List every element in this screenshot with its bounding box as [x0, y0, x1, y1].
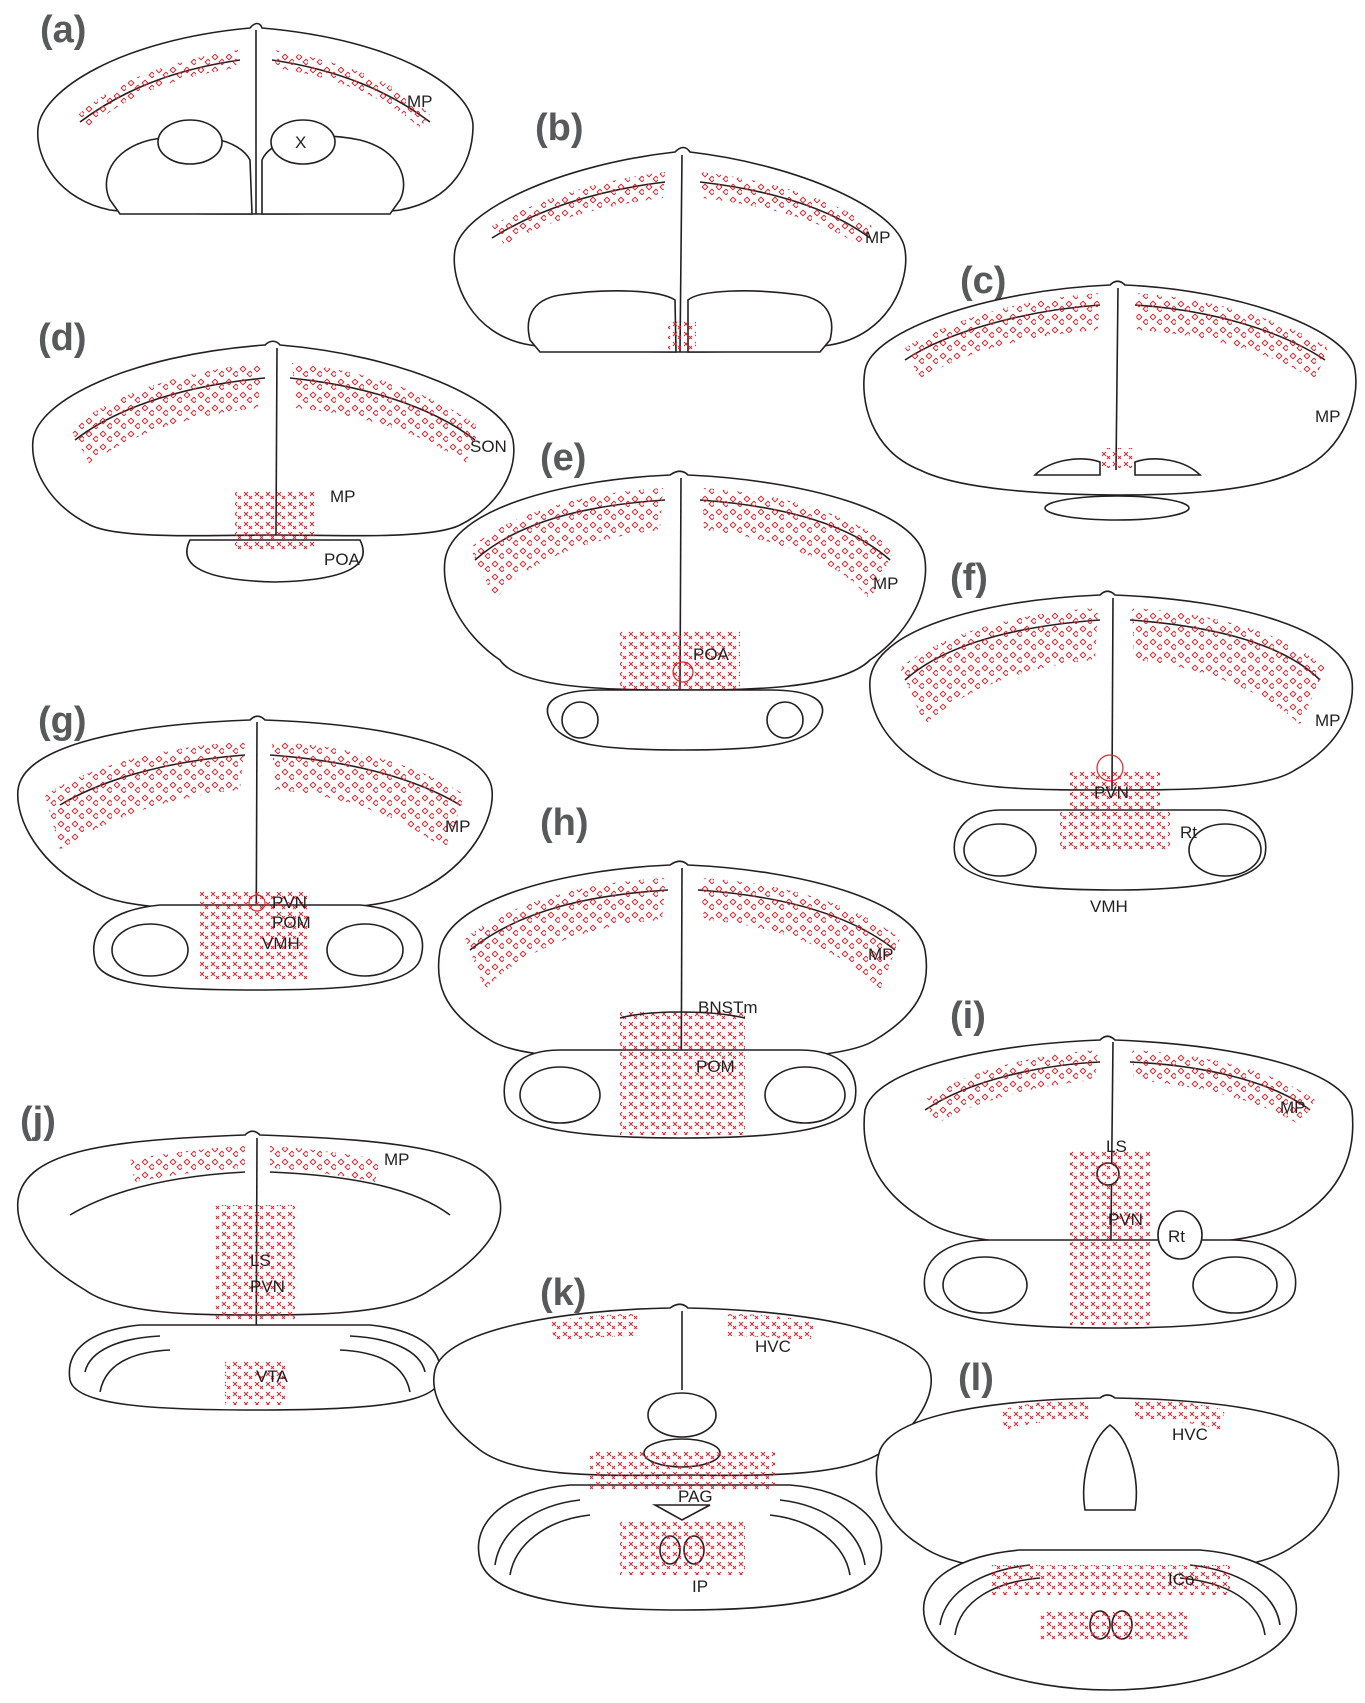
panel-f: (f) PVN Rt VMH MP — [870, 557, 1353, 916]
region-label: HVC — [755, 1337, 791, 1356]
panel-i: (i) LS PVN Rt MP — [864, 995, 1353, 1328]
region-label: PVN — [272, 893, 307, 912]
panel-label: (i) — [950, 995, 986, 1037]
region-label: MP — [445, 817, 471, 836]
region-label: MP — [865, 228, 891, 247]
region-label: LS — [1106, 1137, 1127, 1156]
region-label: PAG — [678, 1487, 713, 1506]
region-label: MP — [407, 92, 433, 111]
panel-label: (c) — [960, 260, 1006, 302]
region-label: MP — [1280, 1098, 1306, 1117]
region-label: POM — [696, 1057, 735, 1076]
panel-label: (h) — [540, 802, 589, 844]
panel-c: (c) MP — [864, 260, 1356, 520]
panel-label: (k) — [540, 1272, 586, 1314]
panel-label: (b) — [535, 107, 584, 149]
region-label: VMH — [1090, 897, 1128, 916]
region-label: Rt — [1168, 1227, 1185, 1246]
region-label: VMH — [262, 934, 300, 953]
region-label: PVN — [1108, 1210, 1143, 1229]
region-label: MP — [1315, 407, 1341, 426]
region-label: BNSTm — [698, 998, 758, 1017]
panel-h: (h) BNSTm POM MP — [438, 802, 926, 1138]
region-label: MP — [868, 945, 894, 964]
region-label: MP — [1315, 711, 1341, 730]
panel-l: (l) ICo HVC — [876, 1357, 1338, 1690]
region-label: POM — [272, 913, 311, 932]
region-label: PVN — [250, 1277, 285, 1296]
panel-label: (g) — [38, 700, 87, 742]
panel-k: (k) PAG IP HVC — [434, 1272, 931, 1610]
panel-e: (e) POA MP — [444, 437, 925, 750]
panel-d: (d) MP POA SON — [33, 317, 514, 582]
region-label: HVC — [1172, 1425, 1208, 1444]
panel-label: (e) — [540, 437, 586, 479]
panel-label: (a) — [40, 9, 86, 51]
region-label: SON — [470, 437, 507, 456]
panel-label: (j) — [20, 1100, 56, 1142]
region-label: MP — [384, 1150, 410, 1169]
region-label: VTA — [256, 1367, 288, 1386]
region-label: ICo — [1168, 1570, 1194, 1589]
region-label: X — [295, 133, 306, 152]
panel-j: (j) LS PVN VTA MP — [18, 1100, 501, 1410]
region-label: POA — [693, 645, 730, 664]
region-label: MP — [330, 487, 356, 506]
panel-g: (g) PVN POM VMH MP — [18, 700, 492, 990]
panel-a: (a) MP X — [38, 9, 473, 214]
panel-label: (f) — [950, 557, 988, 599]
panel-label: (d) — [38, 317, 87, 359]
panel-label: (l) — [958, 1357, 994, 1399]
region-label: PVN — [1094, 783, 1129, 802]
region-label: IP — [692, 1577, 708, 1596]
region-label: LS — [250, 1251, 271, 1270]
panel-b: (b) MP — [454, 107, 905, 352]
region-label: POA — [324, 550, 361, 569]
region-label: MP — [873, 574, 899, 593]
region-label: Rt — [1180, 823, 1197, 842]
